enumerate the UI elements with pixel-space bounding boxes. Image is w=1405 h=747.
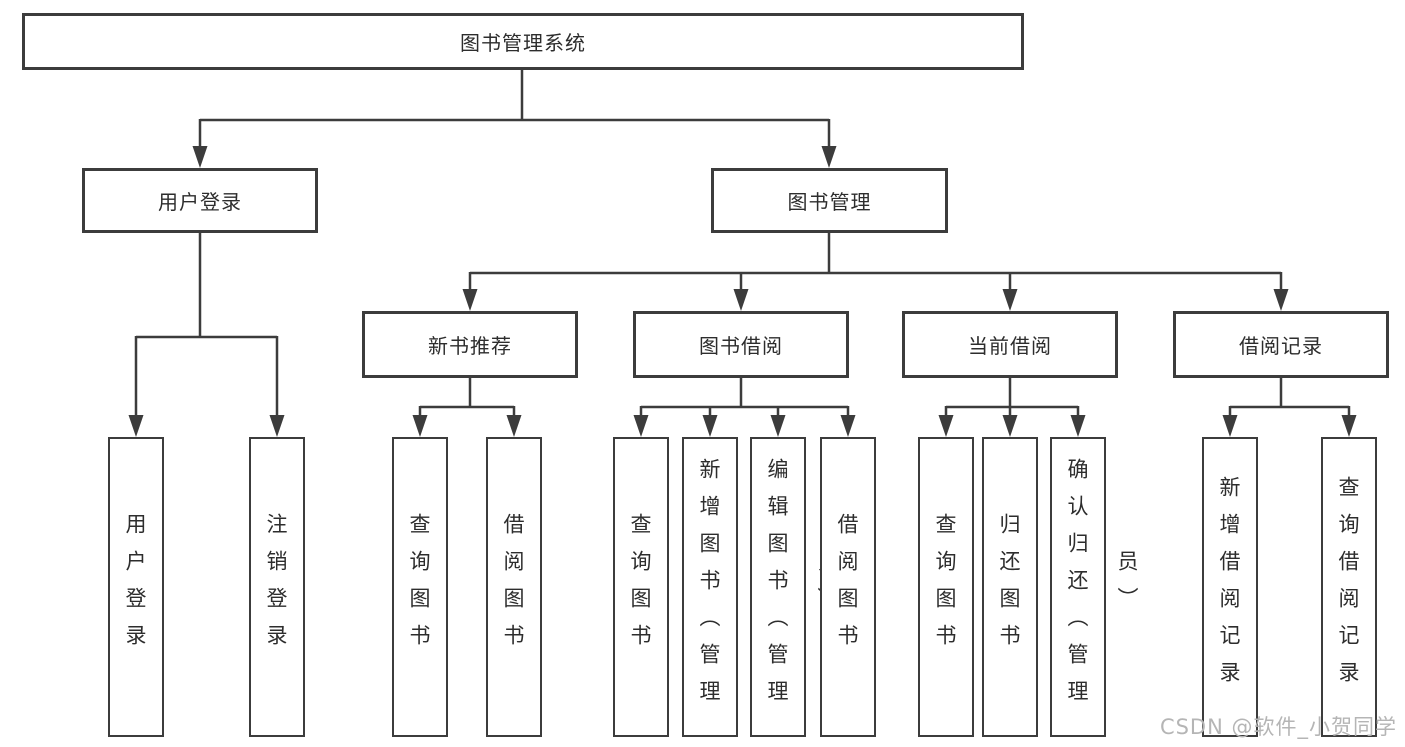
leaf-confirm-return-admin: 确认归还（管理员） (1050, 437, 1139, 737)
csdn-watermark: CSDN @软件_小贺同学 (1159, 715, 1397, 739)
connector-lines (134, 70, 1351, 420)
node-root-library-system: 图书管理系统 (22, 13, 1024, 70)
leaf-edit-book-admin: 编辑图书（管理员） (750, 437, 839, 737)
node-book-borrow: 图书借阅 (633, 311, 849, 378)
node-current-borrow: 当前借阅 (902, 311, 1118, 378)
leaf-logout: 注销登录 (249, 437, 305, 737)
node-new-book-recommend: 新书推荐 (362, 311, 578, 378)
leaf-user-login: 用户登录 (108, 437, 164, 737)
leaf-borrow-book: 借阅图书 (820, 437, 876, 737)
leaf-query-book-recommend: 查询图书 (392, 437, 448, 737)
connector-arrowheads (128, 146, 1357, 437)
leaf-query-book-current: 查询图书 (918, 437, 974, 737)
leaf-add-borrow-record: 新增借阅记录 (1202, 437, 1258, 737)
node-user-login: 用户登录 (82, 168, 318, 233)
leaf-query-book-borrow: 查询图书 (613, 437, 669, 737)
leaf-add-book-admin: 新增图书（管理员） (682, 437, 771, 737)
node-borrow-records: 借阅记录 (1173, 311, 1389, 378)
leaf-borrow-book-recommend: 借阅图书 (486, 437, 542, 737)
node-book-management: 图书管理 (711, 168, 948, 233)
leaf-return-book: 归还图书 (982, 437, 1038, 737)
leaf-query-borrow-record: 查询借阅记录 (1321, 437, 1377, 737)
